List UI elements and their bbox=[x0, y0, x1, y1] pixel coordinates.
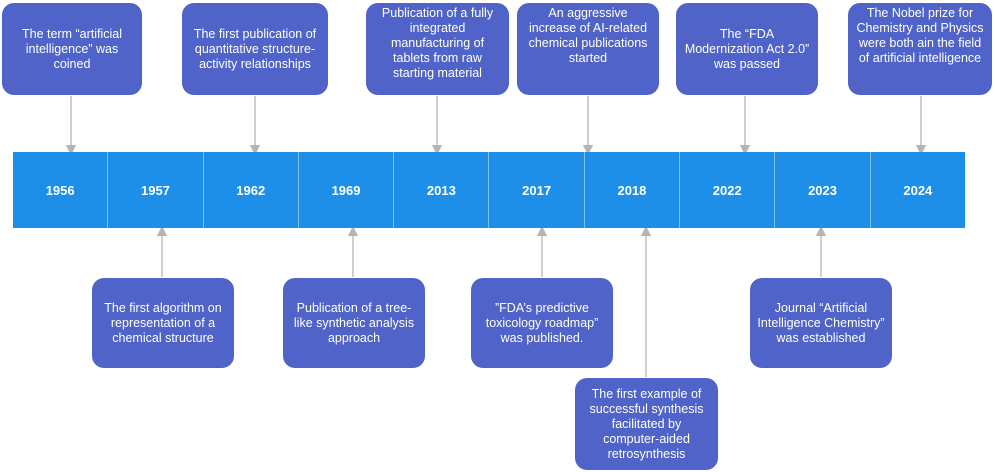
year-2013: 2013 bbox=[393, 152, 488, 228]
event-text: The first publication of quantitative st… bbox=[193, 26, 317, 71]
event-text: The term “artificial intelligence” was c… bbox=[21, 26, 123, 71]
year-1956: 1956 bbox=[45, 182, 75, 198]
event-text: The first example of successful synthesi… bbox=[589, 386, 704, 461]
year-2023: 2023 bbox=[774, 152, 869, 228]
event-card-1962: The first publication of quantitative st… bbox=[182, 3, 328, 95]
event-text: Publication of a fully integrated manufa… bbox=[381, 6, 494, 80]
event-card-2023: Journal “Artificial Intelligence Chemist… bbox=[750, 278, 892, 368]
event-card-2024: The Nobel prize for Chemistry and Physic… bbox=[848, 3, 992, 95]
year-1969: 1969 bbox=[297, 152, 393, 228]
year-1957: 1957 bbox=[107, 152, 202, 228]
year-2018: 2018 bbox=[583, 152, 679, 228]
event-card-1956: The term “artificial intelligence” was c… bbox=[2, 3, 142, 95]
event-text: The first algorithm on representation of… bbox=[104, 300, 222, 345]
year-2017: 2017 bbox=[488, 152, 583, 228]
event-text: Publication of a tree-like synthetic ana… bbox=[293, 300, 415, 345]
year-1962: 1962 bbox=[202, 152, 298, 228]
timeline-bar: 1956 1957 1962 1969 2013 2017 2018 2022 … bbox=[13, 152, 965, 228]
year-2022: 2022 bbox=[679, 152, 774, 228]
event-text: ”FDA’s predictive toxicology roadmap” wa… bbox=[485, 300, 599, 345]
year-2024: 2024 bbox=[869, 152, 965, 228]
event-card-2022: The “FDA Modernization Act 2.0” was pass… bbox=[676, 3, 818, 95]
event-text: The Nobel prize for Chemistry and Physic… bbox=[856, 6, 984, 65]
event-card-2018-below: The first example of successful synthesi… bbox=[575, 378, 718, 470]
event-text: The “FDA Modernization Act 2.0” was pass… bbox=[684, 26, 810, 71]
event-text: Journal “Artificial Intelligence Chemist… bbox=[757, 300, 885, 345]
event-card-2017: ”FDA’s predictive toxicology roadmap” wa… bbox=[471, 278, 613, 368]
event-card-1969: Publication of a tree-like synthetic ana… bbox=[283, 278, 425, 368]
event-card-1957: The first algorithm on representation of… bbox=[92, 278, 234, 368]
event-card-2013: Publication of a fully integrated manufa… bbox=[366, 3, 509, 95]
event-text: An aggressive increase of AI-related che… bbox=[528, 6, 648, 65]
event-card-2018-above: An aggressive increase of AI-related che… bbox=[517, 3, 659, 95]
